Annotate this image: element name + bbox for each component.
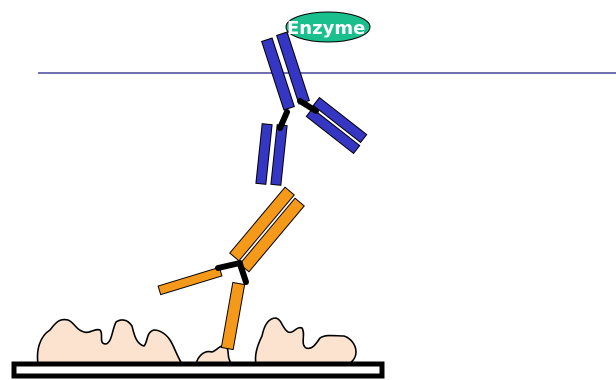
antigen-blob-3 bbox=[255, 318, 356, 364]
antigen-layer bbox=[38, 318, 357, 364]
enzyme-label: Enzyme bbox=[287, 18, 365, 39]
secondary-antibody-stem-right bbox=[271, 125, 287, 186]
primary-antibody-stem bbox=[221, 282, 244, 349]
solid-surface bbox=[14, 364, 382, 376]
primary-antibody-hinge bbox=[218, 263, 246, 282]
antigen-blob-1 bbox=[38, 319, 183, 364]
primary-antibody-left-arm bbox=[158, 267, 222, 294]
secondary-antibody-stem-left bbox=[256, 124, 272, 185]
enzyme: Enzyme bbox=[286, 12, 370, 42]
